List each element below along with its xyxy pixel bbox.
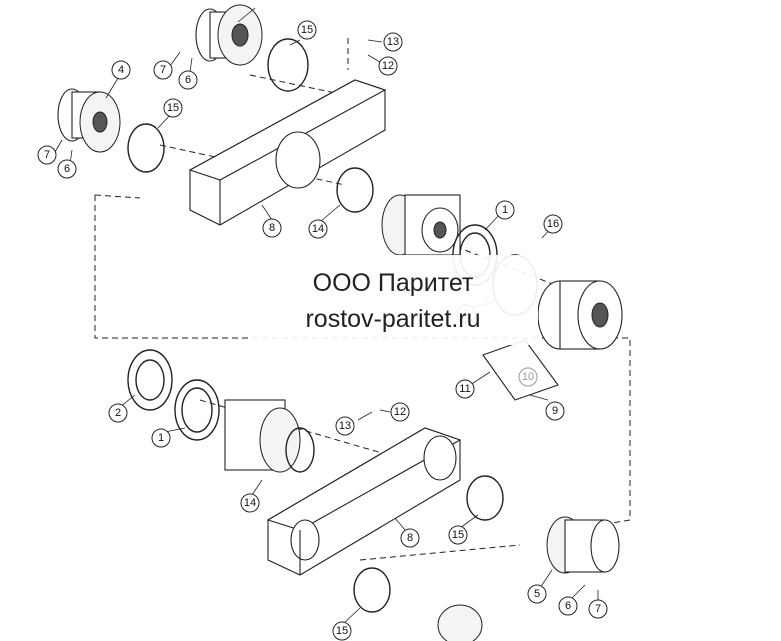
svg-text:1: 1: [502, 204, 508, 216]
callout-15-lower-right: 15: [448, 525, 468, 545]
svg-text:8: 8: [407, 532, 413, 544]
svg-text:15: 15: [301, 24, 313, 36]
svg-text:9: 9: [552, 405, 558, 417]
callout-10: 10: [518, 367, 538, 387]
track-frame-upper: [188, 79, 387, 226]
callout-12-top: 12: [378, 56, 398, 76]
callout-6-top: 6: [178, 70, 198, 90]
callout-8-upper: 8: [262, 218, 282, 238]
track-frame-lower: [266, 427, 462, 576]
callout-6-left: 6: [57, 159, 77, 179]
callout-2: 2: [108, 403, 128, 423]
svg-text:6: 6: [64, 163, 70, 175]
svg-text:12: 12: [382, 60, 394, 72]
watermark: ООО Паритет rostov-paritet.ru: [248, 255, 538, 345]
callout-4: 4: [111, 60, 131, 80]
svg-text:12: 12: [394, 406, 406, 418]
callout-8-lower: 8: [400, 528, 420, 548]
sprocket-assembly-lower: [224, 399, 315, 473]
final-drive-left: [57, 88, 121, 153]
svg-text:2: 2: [115, 407, 121, 419]
watermark-website: rostov-paritet.ru: [305, 305, 481, 333]
leader-lines: [54, 7, 599, 626]
o-ring-top: [267, 38, 309, 92]
svg-text:13: 13: [387, 36, 399, 48]
callout-15-top: 15: [297, 20, 317, 40]
callout-7-lower: 7: [588, 599, 608, 619]
bearing-ring-lower-inner: [181, 387, 213, 433]
final-drive-bottom: [437, 604, 483, 641]
svg-text:6: 6: [565, 600, 571, 612]
hub-assembly-right: [537, 280, 623, 350]
callout-16: 16: [543, 214, 563, 234]
ring-2: [127, 349, 173, 411]
callout-1-upper: 1: [495, 200, 515, 220]
svg-text:10: 10: [522, 371, 534, 383]
callout-13-top: 13: [383, 32, 403, 52]
ring-14-upper: [336, 167, 374, 213]
svg-text:15: 15: [452, 529, 464, 541]
bearing-ring-lower: [174, 379, 220, 441]
o-ring-lower-right: [466, 475, 504, 521]
svg-text:15: 15: [167, 102, 179, 114]
svg-text:15: 15: [336, 625, 348, 637]
svg-text:4: 4: [118, 64, 124, 76]
svg-text:11: 11: [459, 383, 470, 395]
callout-12-lower: 12: [390, 402, 410, 422]
callout-1-lower: 1: [151, 428, 171, 448]
svg-text:7: 7: [44, 149, 50, 161]
callout-9: 9: [545, 401, 565, 421]
svg-text:7: 7: [160, 64, 166, 76]
final-drive-lower-right: [546, 516, 620, 574]
callout-11: 11: [455, 379, 475, 399]
o-ring-left: [127, 123, 165, 173]
callout-15-bottom: 15: [332, 621, 352, 641]
svg-text:7: 7: [595, 603, 601, 615]
svg-text:14: 14: [312, 223, 324, 235]
svg-text:13: 13: [339, 420, 351, 432]
svg-text:1: 1: [158, 432, 164, 444]
svg-text:6: 6: [185, 74, 191, 86]
watermark-company-name: ООО Паритет: [312, 269, 474, 297]
callout-5: 5: [527, 584, 547, 604]
callout-14-lower: 14: [240, 493, 260, 513]
callout-7-left: 7: [37, 145, 57, 165]
svg-text:16: 16: [547, 218, 559, 230]
sprocket-assembly-upper: [381, 194, 461, 256]
callout-6-lower: 6: [558, 596, 578, 616]
callout-7-top: 7: [153, 60, 173, 80]
final-drive-top: [195, 4, 263, 66]
svg-text:14: 14: [244, 497, 256, 509]
o-ring-lower-bottom: [353, 567, 391, 613]
ring-2-inner: [135, 359, 165, 401]
svg-text:8: 8: [269, 222, 275, 234]
cover-plate: [482, 339, 559, 401]
callout-15-left: 15: [163, 98, 183, 118]
callout-13-lower: 13: [335, 416, 355, 436]
callout-14-upper: 14: [308, 219, 328, 239]
svg-text:5: 5: [534, 588, 540, 600]
